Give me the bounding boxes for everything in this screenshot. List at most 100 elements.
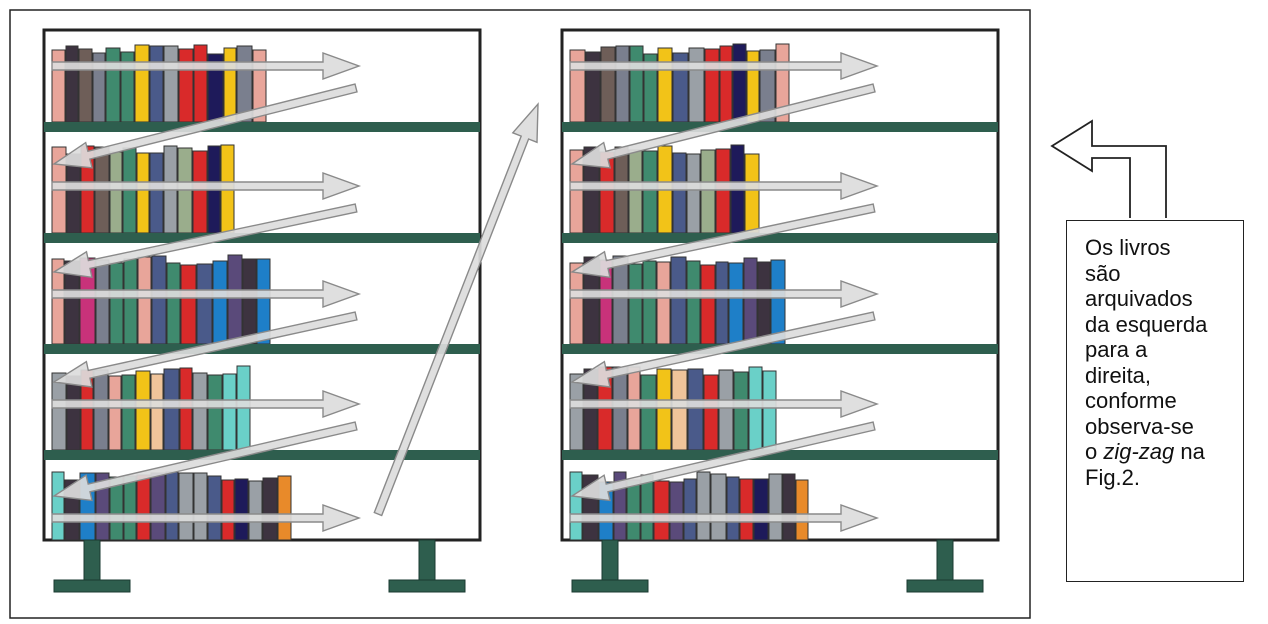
book-spine-icon [641,475,653,540]
caption-line: Os livros [1085,235,1235,261]
bookcase-right [562,30,998,592]
book-spine-icon [208,375,222,450]
book-spine-icon [570,263,583,344]
book-spine-icon [754,479,768,540]
caption-line: são [1085,261,1235,287]
book-spine-icon [616,46,629,122]
book-spine-icon [687,154,700,233]
caption-line: Fig.2. [1085,465,1235,491]
book-spine-icon [630,46,643,122]
book-spine-icon [687,261,700,344]
book-spine-icon [733,44,746,122]
book-spine-icon [716,149,730,233]
book-spine-icon [570,50,585,122]
book-spine-icon [110,263,123,344]
book-spine-icon [164,369,179,450]
caption-line: arquivados [1085,286,1235,312]
book-spine-icon [110,152,122,233]
book-spine-icon [138,257,151,344]
caption-line: o zig-zag na [1085,439,1235,465]
book-spine-icon [137,153,149,233]
book-spine-icon [151,473,165,540]
book-spine-icon [52,472,64,540]
book-spine-icon [745,154,759,233]
caption-line: direita, [1085,363,1235,389]
book-spine-icon [181,265,196,344]
book-spine-icon [124,476,136,540]
book-spine-icon [52,50,65,122]
book-spine-icon [79,49,92,122]
book-spine-icon [166,472,178,540]
book-spine-icon [613,256,628,344]
bookcase-foot [54,580,130,592]
book-spine-icon [673,153,686,233]
book-spine-icon [249,481,262,540]
book-spine-icon [194,45,207,122]
caption-line: para a [1085,337,1235,363]
book-spine-icon [720,46,732,122]
book-spine-icon [208,476,221,540]
book-spine-icon [194,473,207,540]
book-spine-icon [763,371,776,450]
bookcase-leg [602,540,618,582]
book-spine-icon [729,263,743,344]
bookcase-left [44,30,480,592]
book-spine-icon [627,480,640,540]
book-spine-icon [96,260,109,344]
book-spine-icon [641,375,656,450]
bookcase-leg [84,540,100,582]
book-spine-icon [66,46,78,122]
book-spine-icon [150,46,163,122]
book-spine-icon [179,49,193,122]
book-spine-icon [734,372,748,450]
book-spine-icon [122,375,135,450]
book-spine-icon [643,261,656,344]
caption-box: Os livros são arquivados da esquerda par… [1066,220,1244,582]
book-spine-icon [705,49,719,122]
book-spine-icon [701,265,715,344]
shelf-board [44,233,480,243]
caption-line: da esquerda [1085,312,1235,338]
book-spine-icon [109,376,121,450]
book-spine-icon [193,373,207,450]
book-spine-icon [179,473,193,540]
caption-line: conforme [1085,388,1235,414]
book-spine-icon [224,48,236,122]
book-spine-icon [744,258,757,344]
book-spine-icon [657,369,671,450]
bookcase-leg [419,540,435,582]
bookcase-foot [572,580,648,592]
book-spine-icon [235,479,248,540]
book-spine-icon [52,373,66,450]
book-spine-icon [727,477,739,540]
bookcase-leg [937,540,953,582]
book-spine-icon [654,481,669,540]
shelf-board [562,233,998,243]
book-spine-icon [135,45,149,122]
book-spine-icon [629,264,642,344]
book-spine-icon [570,472,582,540]
book-spine-icon [643,151,657,233]
caption-emphasis: zig-zag [1103,439,1174,464]
book-spine-icon [697,472,710,540]
book-spine-icon [278,476,291,540]
book-spine-icon [150,153,163,233]
caption-prefix: o [1085,439,1103,464]
book-spine-icon [740,479,753,540]
book-spine-icon [783,474,795,540]
book-spine-icon [657,262,670,344]
shelf-board [44,344,480,354]
book-spine-icon [94,370,108,450]
hollow-up-left-arrow-icon [1052,121,1166,218]
book-spine-icon [67,376,80,450]
book-spine-icon [684,479,696,540]
book-spine-icon [197,264,212,344]
book-spine-icon [601,47,615,122]
book-spine-icon [704,375,718,450]
book-spine-icon [152,256,166,344]
book-spine-icon [164,46,178,122]
book-spine-icon [758,262,770,344]
book-spine-icon [672,370,687,450]
book-spine-icon [213,261,227,344]
book-spine-icon [711,474,726,540]
